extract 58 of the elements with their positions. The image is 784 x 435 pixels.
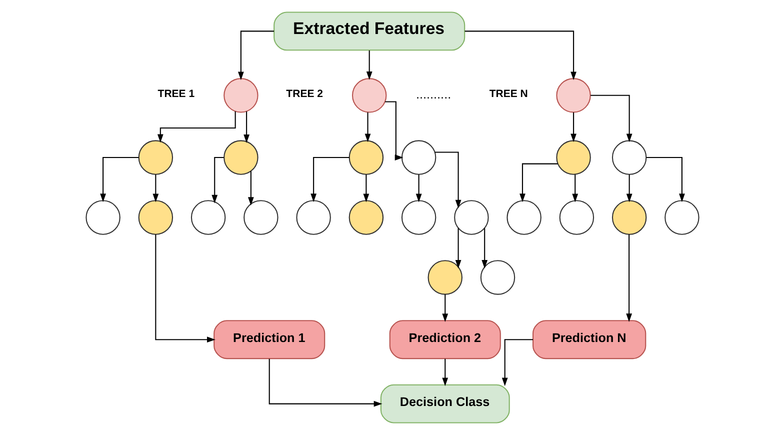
node-circle — [664, 200, 699, 235]
node-circle — [400, 140, 436, 175]
arrow — [154, 234, 215, 343]
arrow — [156, 111, 236, 143]
arrow — [626, 234, 632, 322]
node-circle — [611, 200, 646, 235]
arrow — [211, 156, 224, 204]
arrow — [590, 94, 632, 142]
arrow — [100, 156, 138, 202]
arrow — [519, 163, 558, 202]
node-circle — [223, 140, 258, 175]
arrow — [572, 174, 578, 202]
arrow — [464, 30, 576, 80]
arrow — [243, 111, 249, 143]
arrow — [364, 112, 370, 142]
arrow — [152, 174, 158, 202]
arrow — [384, 101, 403, 160]
arrow — [366, 50, 372, 80]
node-circle — [85, 200, 120, 235]
node-circle — [506, 200, 541, 235]
node-circle — [138, 200, 173, 235]
arrow — [434, 152, 461, 208]
arrow — [442, 358, 448, 386]
node-box: Decision Class — [380, 384, 510, 424]
arrow — [442, 294, 448, 322]
arrow — [310, 156, 349, 202]
arrow — [237, 30, 274, 80]
node-box: Extracted Features — [273, 12, 465, 51]
arrow — [570, 112, 576, 142]
node-circle — [223, 78, 258, 113]
arrow — [501, 339, 532, 386]
node-box: Prediction 2 — [388, 320, 500, 360]
arrow — [626, 174, 632, 202]
node-circle — [348, 140, 384, 175]
arrow — [481, 228, 488, 268]
node-box: Prediction N — [532, 320, 646, 360]
arrow — [454, 228, 461, 268]
node-circle — [296, 200, 330, 235]
node-circle — [558, 200, 594, 235]
node-circle — [611, 140, 646, 175]
node-circle — [351, 78, 386, 113]
arrow — [362, 174, 369, 202]
arrow — [646, 156, 684, 202]
node-label: TREE N — [488, 88, 528, 100]
label: .......... — [416, 88, 451, 102]
node-circle — [190, 200, 226, 235]
node-circle — [138, 140, 173, 175]
node-label: TREE 1 — [157, 88, 194, 100]
node-box: Prediction 1 — [213, 320, 325, 360]
node-circle — [348, 200, 384, 235]
node-circle — [243, 200, 278, 235]
node-circle — [400, 200, 436, 235]
node-circle — [556, 78, 590, 113]
arrow — [268, 358, 382, 407]
node-circle — [556, 140, 590, 175]
node-label: TREE 2 — [286, 88, 323, 100]
arrow — [415, 174, 422, 202]
arrow — [247, 171, 254, 206]
